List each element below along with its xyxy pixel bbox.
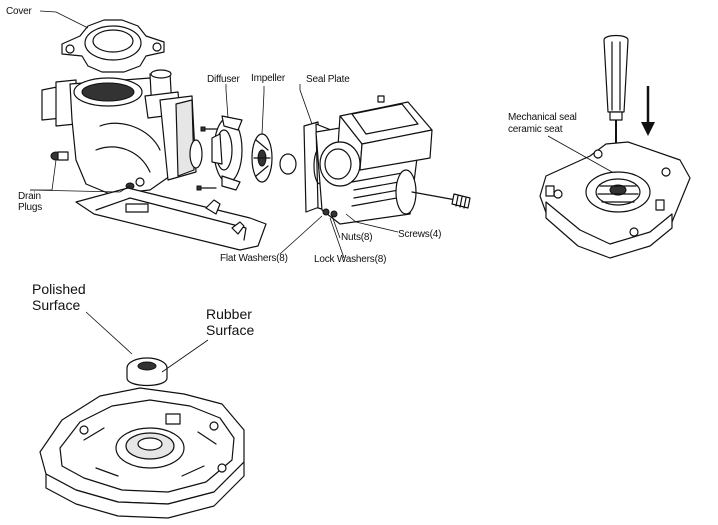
polished-surface-label-line1: Polished <box>32 281 86 297</box>
seal-plate-rear-part <box>539 141 691 259</box>
diffuser-label: Diffuser <box>207 74 240 85</box>
rubber-surface-label-line1: Rubber <box>206 306 252 322</box>
rubber-surface-label-line2: Surface <box>206 322 255 338</box>
impeller-label: Impeller <box>251 73 285 84</box>
base-part <box>75 187 267 251</box>
drain-plugs-label-line1: Drain <box>18 191 41 202</box>
seal-plate-label: Seal Plate <box>306 74 350 85</box>
ceramic-seat-part <box>126 357 168 387</box>
flat-washers-label: Flat Washers(8) <box>220 253 288 264</box>
cover-part <box>61 19 165 73</box>
seal-plate-bottom-part <box>39 387 245 519</box>
polished-surface-label-line2: Surface <box>32 297 81 313</box>
down-arrow-icon <box>641 86 655 136</box>
screws-label: Screws(4) <box>398 229 442 240</box>
motor-part <box>315 95 433 225</box>
screwdriver-part <box>603 34 629 184</box>
drain-plugs-label-line2: Plugs <box>18 202 43 213</box>
impeller-part <box>251 133 273 183</box>
lock-washers-label: Lock Washers(8) <box>314 254 387 265</box>
cover-label: Cover <box>6 6 32 17</box>
mechanical-seal-label-line2: ceramic seat <box>508 124 563 135</box>
mechanical-seal-label-line1: Mechanical seal <box>508 112 577 123</box>
nuts-label: Nuts(8) <box>341 232 373 243</box>
pump-body-part <box>41 69 197 195</box>
diffuser-part <box>211 115 243 191</box>
leader-lines <box>29 10 613 373</box>
